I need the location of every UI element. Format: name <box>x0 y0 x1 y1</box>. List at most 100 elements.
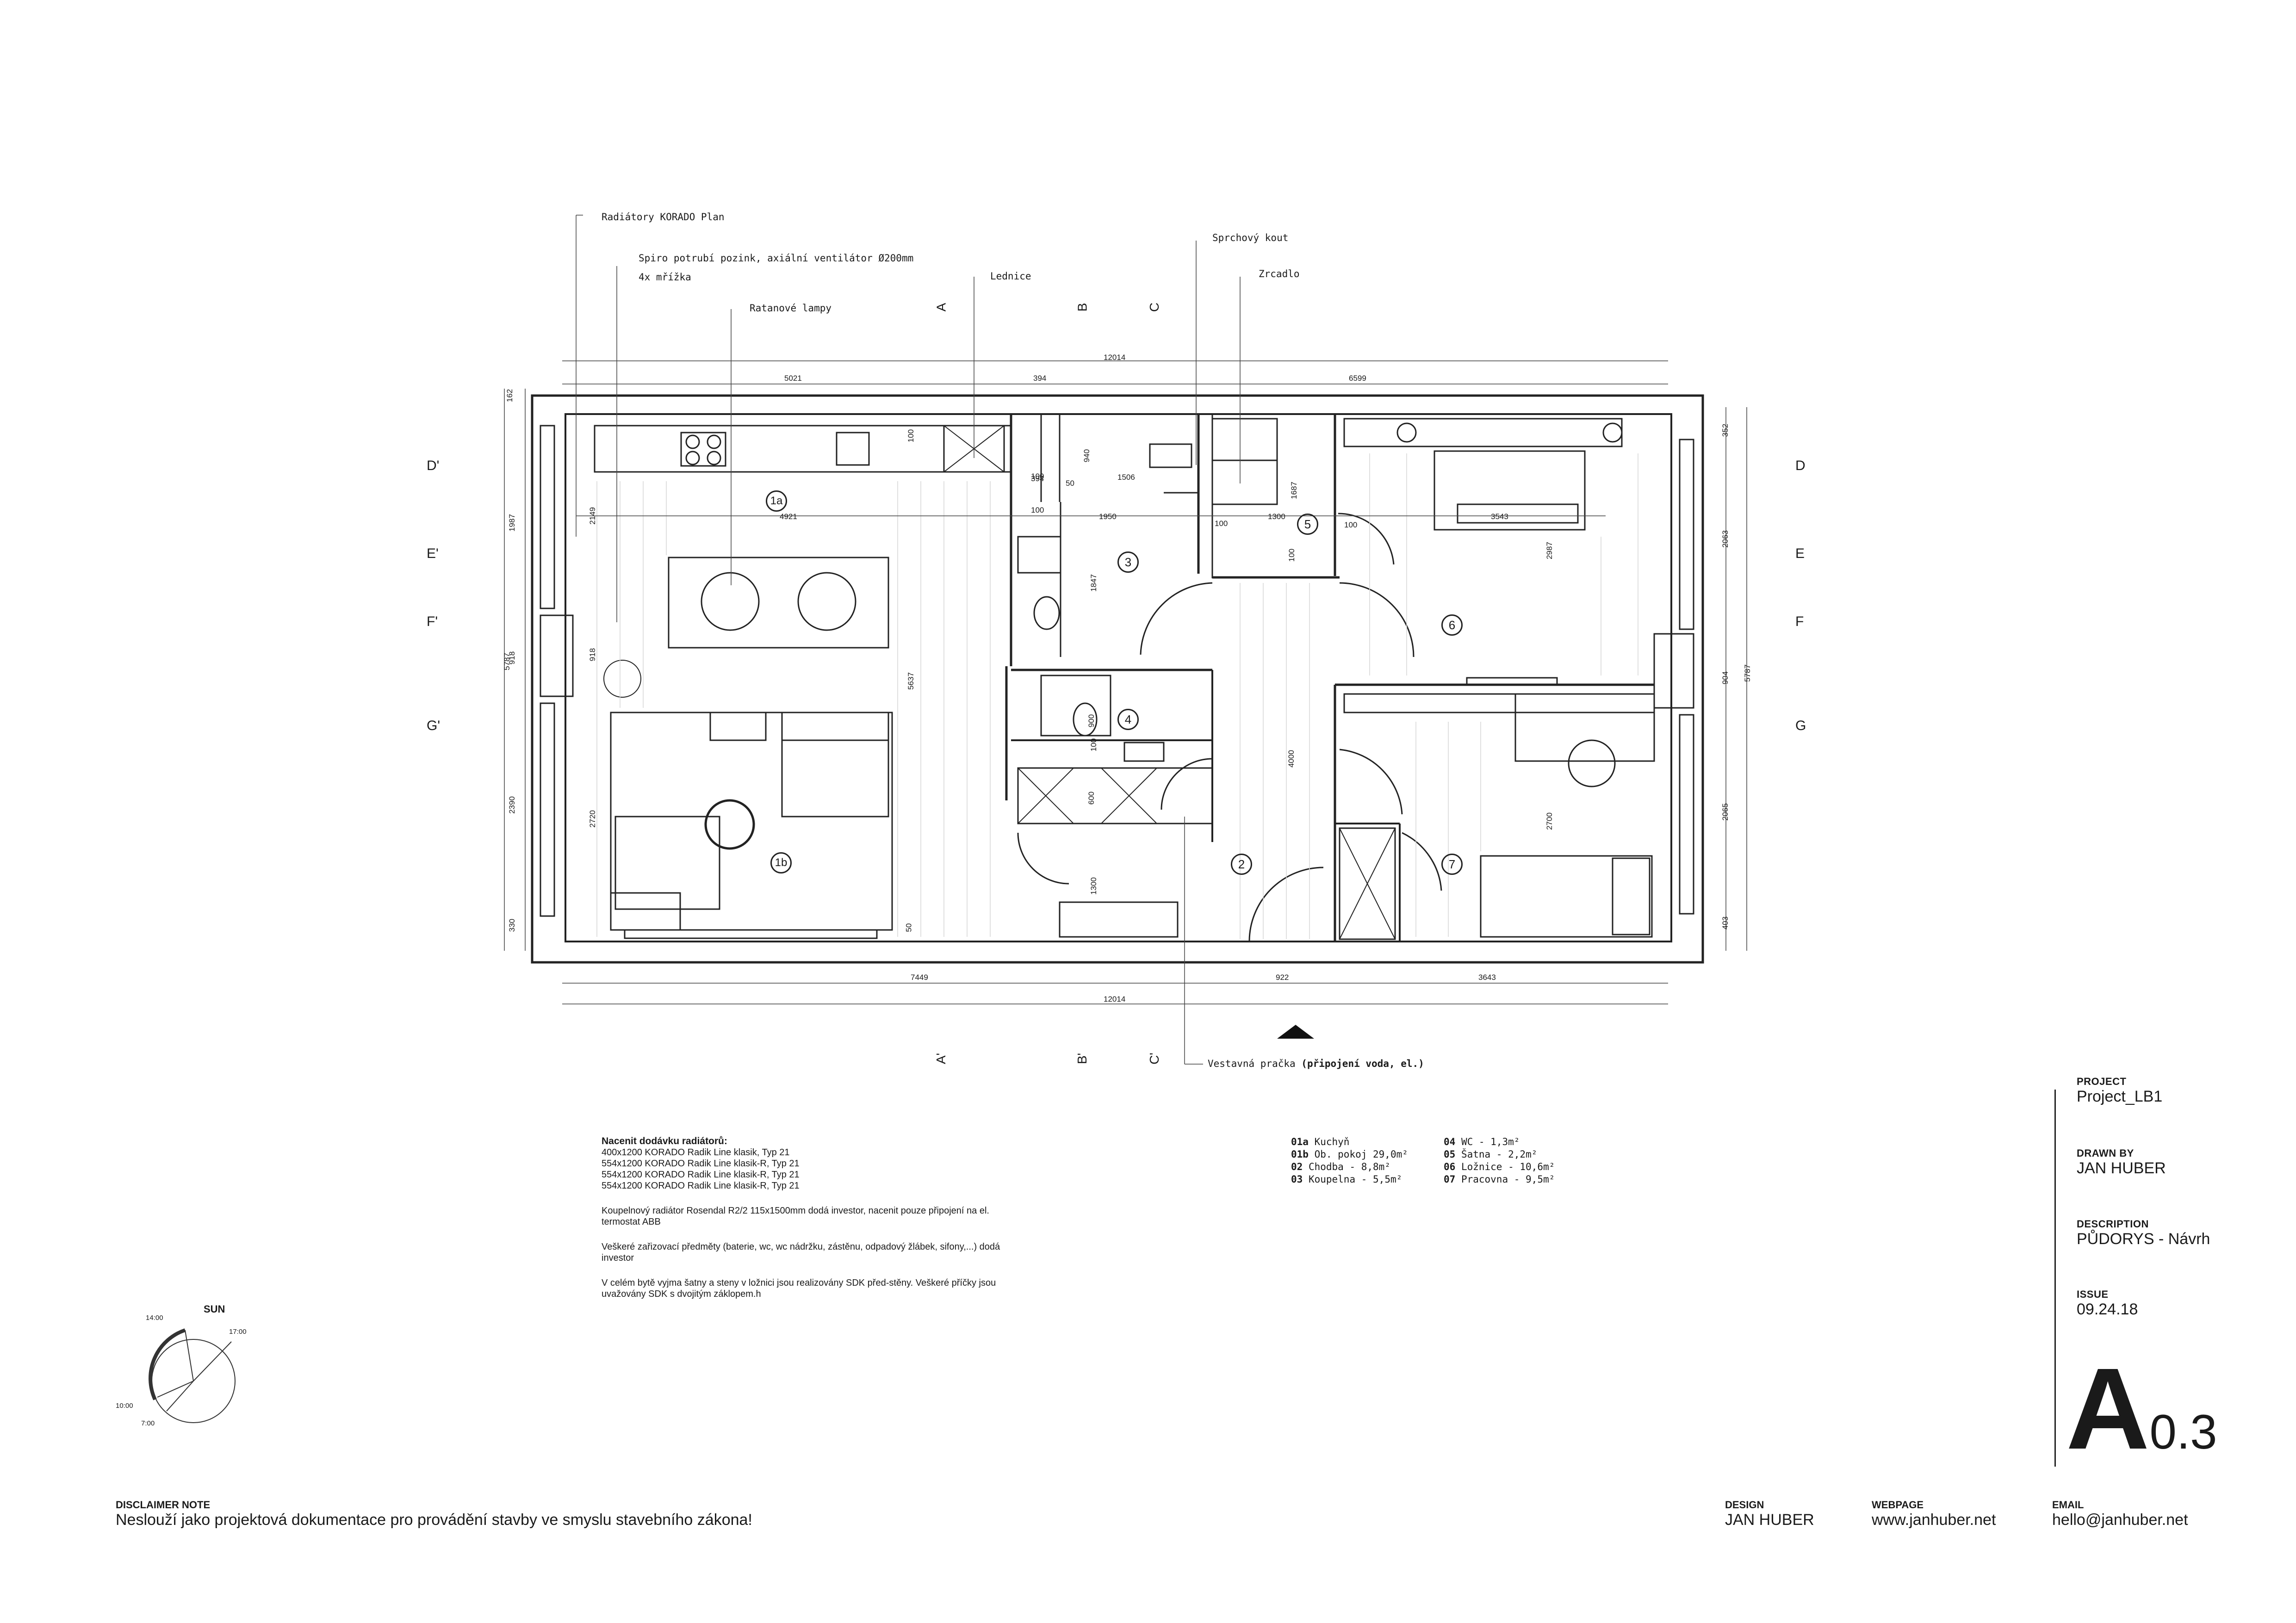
notes-heading: Nacenit dodávku radiátorů: <box>602 1136 727 1146</box>
window-right-3 <box>1679 714 1694 915</box>
issue-label: ISSUE <box>2077 1288 2109 1300</box>
dim-top-total: 12014 <box>1104 353 1126 362</box>
dim-inner: 100 <box>1344 520 1358 529</box>
dim-right-d: 2065 <box>1720 803 1730 821</box>
legend-item: 01a Kuchyň <box>1291 1136 1350 1147</box>
notes-para2-line1: Veškeré zařizovací předměty (baterie, wc… <box>602 1242 1000 1252</box>
sheet-letter: A <box>2066 1344 2150 1473</box>
window-left-1 <box>540 425 555 609</box>
section-bottom-c: C' <box>1147 1053 1161 1065</box>
room-tag-3: 3 <box>1117 551 1139 573</box>
room-tag-1a: 1a <box>766 490 787 512</box>
dim-inner: 50 <box>904 923 913 932</box>
sidebar-issue: ISSUE 09.24.18 <box>2077 1288 2138 1319</box>
legend-item: 06 Ložnice - 10,6m² <box>1444 1161 1555 1172</box>
sun-diagram <box>149 1328 236 1423</box>
dim-left-b: 1987 <box>507 514 516 532</box>
room-tag-1b: 1b <box>770 852 792 873</box>
notes-radiator-4: 554x1200 KORADO Radik Line klasik-R, Typ… <box>602 1181 800 1191</box>
room-tag-7: 7 <box>1441 854 1463 875</box>
annotation-spiro: Spiro potrubí pozink, axiální ventilátor… <box>639 253 914 264</box>
webpage-link[interactable]: www.janhuber.net <box>1872 1511 1996 1529</box>
sun-time-17: 17:00 <box>229 1328 247 1336</box>
dim-top-c: 6599 <box>1349 374 1366 383</box>
dim-inner: 1950 <box>1099 512 1117 521</box>
legend-item: 02 Chodba - 8,8m² <box>1291 1161 1390 1172</box>
dim-inner: 100 <box>1031 506 1044 514</box>
dim-right-b: 2063 <box>1720 530 1730 548</box>
notes-para3-line1: V celém bytě vyjma šatny a steny v ložni… <box>602 1278 996 1288</box>
dim-inner: 1687 <box>1289 482 1298 499</box>
section-right-f: F <box>1795 614 1804 629</box>
room-tag-5: 5 <box>1297 514 1318 535</box>
description-label: DESCRIPTION <box>2077 1218 2149 1230</box>
dim-inner: 5637 <box>906 672 915 690</box>
footer-disclaimer: DISCLAIMER NOTE Neslouží jako projektová… <box>116 1499 752 1529</box>
dim-left-c: 918 <box>508 651 517 665</box>
notes-para2-line2: investor <box>602 1253 634 1263</box>
dim-inner: 1300 <box>1268 512 1285 521</box>
dim-right-a: 352 <box>1721 423 1730 437</box>
section-top-b: B <box>1075 303 1090 312</box>
email-link[interactable]: hello@janhuber.net <box>2052 1511 2188 1529</box>
project-label: PROJECT <box>2077 1076 2127 1087</box>
notes-para1-line1: Koupelnový radiátor Rosendal R2/2 115x15… <box>602 1206 989 1216</box>
drawn-value: JAN HUBER <box>2077 1159 2166 1177</box>
email-label: EMAIL <box>2052 1499 2084 1511</box>
dim-inner: 3543 <box>1491 512 1508 521</box>
window-right-2 <box>1653 633 1694 709</box>
dim-inner: 1300 <box>1089 877 1098 895</box>
annotation-lamps: Ratanové lampy <box>750 303 832 314</box>
room-legend-left: 01a Kuchyň 01b Ob. pokoj 29,0m² 02 Chodb… <box>1291 1136 1408 1186</box>
sun-time-14: 14:00 <box>146 1314 163 1322</box>
dim-inner: 1847 <box>1089 574 1098 592</box>
room-tag-4: 4 <box>1117 709 1139 730</box>
webpage-label: WEBPAGE <box>1872 1499 1924 1511</box>
dim-inner: 100 <box>906 429 916 443</box>
dim-bottom-c: 3643 <box>1478 973 1496 982</box>
sidebar-drawn: DRAWN BY JAN HUBER <box>2077 1147 2166 1177</box>
dim-right-c: 904 <box>1721 671 1730 685</box>
annotation-grilles: 4x mřížka <box>639 272 691 283</box>
sidebar-divider <box>2054 1090 2056 1467</box>
dim-bottom-a: 7449 <box>911 973 928 982</box>
section-right-e: E <box>1795 546 1805 561</box>
sun-time-10: 10:00 <box>116 1402 133 1410</box>
annotation-radiators: Radiátory KORADO Plan <box>602 211 725 223</box>
dim-left-a: 162 <box>505 389 515 403</box>
notes-radiator-3: 554x1200 KORADO Radik Line klasik-R, Typ… <box>602 1170 800 1180</box>
dim-inner: 394 <box>1031 474 1044 483</box>
notes-radiator-2: 554x1200 KORADO Radik Line klasik-R, Typ… <box>602 1158 800 1169</box>
room-tag-2: 2 <box>1231 854 1252 875</box>
dim-inner: 2720 <box>588 810 597 828</box>
window-left-2 <box>540 614 574 697</box>
legend-item: 07 Pracovna - 9,5m² <box>1444 1174 1555 1185</box>
legend-item: 03 Koupelna - 5,5m² <box>1291 1174 1402 1185</box>
issue-value: 09.24.18 <box>2077 1301 2138 1318</box>
project-value: Project_LB1 <box>2077 1088 2163 1105</box>
footer-webpage: WEBPAGE www.janhuber.net <box>1872 1499 1996 1529</box>
notes-para3-line2: uvažovány SDK s dvojitým záklopem.h <box>602 1289 761 1299</box>
window-left-3 <box>540 702 555 917</box>
annotation-washer: Vestavná pračka (připojení voda, el.) <box>1208 1058 1424 1069</box>
section-left-f: F' <box>427 614 438 629</box>
dim-inner: 4000 <box>1286 750 1296 768</box>
dim-inner: 1506 <box>1117 473 1135 482</box>
section-left-g: G' <box>427 718 441 733</box>
sun-title: SUN <box>204 1303 225 1315</box>
dim-inner: 900 <box>1087 714 1096 728</box>
section-right-d: D <box>1795 458 1806 473</box>
annotation-mirror: Zrcadlo <box>1259 268 1300 279</box>
sheet-digits: 0.3 <box>2149 1405 2217 1459</box>
dim-inner: 50 <box>1066 479 1074 488</box>
washer-bold: (připojení voda, el.) <box>1301 1058 1424 1069</box>
dim-left-d: 2390 <box>507 796 516 814</box>
sidebar-description: DESCRIPTION PŮDORYS - Návrh <box>2077 1218 2210 1248</box>
description-value: PŮDORYS - Návrh <box>2077 1230 2210 1248</box>
section-bottom-b: B' <box>1075 1053 1090 1065</box>
section-left-d: D' <box>427 458 440 473</box>
section-left-e: E' <box>427 546 439 561</box>
outer-wall <box>531 394 1704 964</box>
design-value: JAN HUBER <box>1725 1511 1814 1529</box>
footer-email: EMAIL hello@janhuber.net <box>2052 1499 2188 1529</box>
